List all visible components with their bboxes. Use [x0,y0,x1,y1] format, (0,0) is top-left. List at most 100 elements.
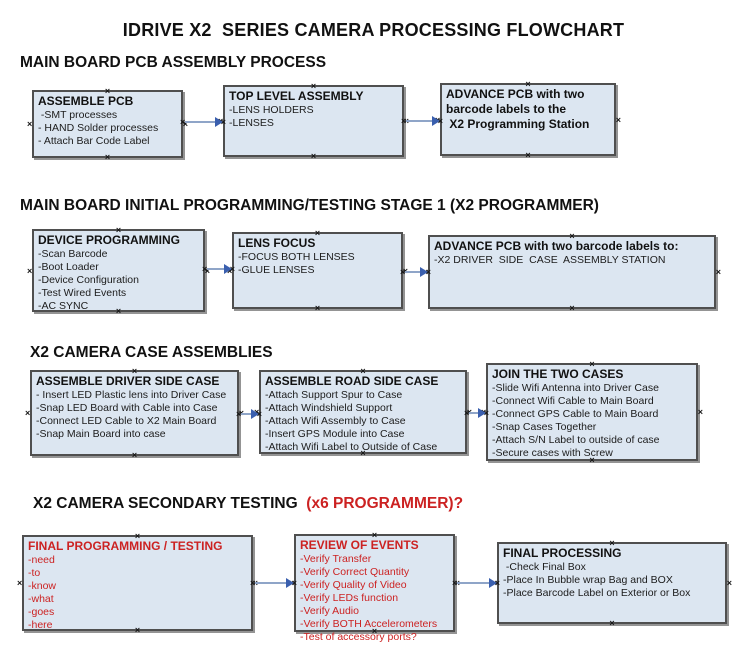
flow-box-item: -Snap Main Board into case [36,428,166,440]
anchor-x-icon: × [400,267,406,277]
anchor-x-icon: × [310,151,317,161]
anchor-x-icon: × [494,578,500,588]
flow-arrow: ×× [180,116,226,128]
anchor-x-icon: × [180,117,186,127]
anchor-x-icon: × [236,409,242,419]
flow-box-item: -Scan Barcode [38,248,108,260]
arrow-line [255,582,287,584]
arrow-line [406,120,433,122]
flow-box-title: ADVANCE PCB with two barcode labels to t… [446,87,590,131]
flow-box-item: -Snap LED Board with Cable into Case [36,402,218,414]
flow-box-item: -Attach Support Spur to Case [265,389,403,401]
flow-box-title: DEVICE PROGRAMMING [38,233,181,247]
flow-box-item: - HAND Solder processes [38,122,159,134]
arrow-head-icon [489,578,497,588]
flow-box-item: -Device Configuration [38,274,139,286]
arrow-line [457,582,490,584]
anchor-x-icon: × [131,450,138,460]
flow-box: ADVANCE PCB with two barcode labels to:-… [423,232,721,313]
flow-box-item: -Test of accessory ports? [300,631,417,643]
flow-box-item: -Insert GPS Module into Case [265,428,405,440]
flow-box-title: ASSEMBLE PCB [38,94,134,108]
section-header-text: MAIN BOARD PCB ASSEMBLY PROCESS [20,54,327,71]
flow-arrow: ×× [400,266,431,278]
arrow-head-icon [224,264,232,274]
anchor-x-icon: × [425,267,431,277]
section-header: X2 CAMERA CASE ASSEMBLIES [30,344,273,362]
flow-box-item: -X2 DRIVER SIDE CASE ASSEMBLY STATION [434,254,666,266]
flow-box-item: -Attach Wifi Label to Outside of Case [265,441,438,453]
flow-box-title: TOP LEVEL ASSEMBLY [229,89,364,103]
flow-box-item: -need [28,554,55,566]
flow-box-item: -Snap Cases Together [492,421,597,433]
arrow-line [241,413,252,415]
anchor-x-icon: × [291,578,297,588]
flow-box-title: JOIN THE TWO CASES [492,367,624,381]
anchor-x-icon: × [220,117,226,127]
flow-box-item: -goes [28,606,55,618]
flow-box: ADVANCE PCB with two barcode labels to t… [435,80,621,160]
section-header-red-text: (x6 PROGRAMMER)? [302,495,464,512]
arrow-head-icon [420,267,428,277]
section-header: MAIN BOARD PCB ASSEMBLY PROCESS [20,54,326,72]
anchor-x-icon: × [104,152,111,162]
anchor-x-icon: × [256,409,262,419]
flow-box-item: -Connect LED Cable to X2 Main Board [36,415,217,427]
flow-box-item: -Verify Quality of Video [300,579,407,591]
anchor-x-icon: × [25,408,31,418]
anchor-x-icon: × [452,578,458,588]
anchor-x-icon: × [27,119,33,129]
flow-box: FINAL PROGRAMMING / TESTING-need-to-know… [17,532,258,635]
section-header-text: X2 CAMERA SECONDARY TESTING [33,495,302,512]
anchor-x-icon: × [437,116,443,126]
flow-box-title: FINAL PROGRAMMING / TESTING [28,539,223,553]
anchor-x-icon: × [229,264,235,274]
flow-box-item: -Attach S/N Label to outside of case [492,434,660,446]
flow-box-item: -to [28,567,41,579]
flow-box-item: -AC SYNC [38,300,89,312]
flow-box-item: -Connect Wifi Cable to Main Board [492,395,654,407]
page-title: IDRIVE X2 SERIES CAMERA PROCESSING FLOWC… [122,20,625,40]
arrow-head-icon [215,117,223,127]
anchor-x-icon: × [314,303,321,313]
flow-box-item: - Insert LED Plastic lens into Driver Ca… [36,389,227,401]
flow-arrow: ×× [250,577,297,589]
arrow-line [185,121,216,123]
section-header-text: MAIN BOARD INITIAL PROGRAMMING/TESTING S… [20,197,599,214]
arrow-line [405,271,421,273]
flow-arrow: ×× [202,263,235,275]
flow-box: ASSEMBLE DRIVER SIDE CASE- Insert LED Pl… [25,367,244,460]
flow-box-item: -LENS HOLDERS [229,104,314,116]
flow-box-title: ASSEMBLE DRIVER SIDE CASE [36,374,220,388]
flow-box-item: -Secure cases with Screw [492,447,613,459]
anchor-x-icon: × [569,303,575,313]
flow-box-item: -Verify BOTH Accelerometers [300,618,438,630]
anchor-x-icon: × [525,150,531,160]
anchor-x-icon: × [726,578,732,588]
flow-box: FINAL PROCESSING -Check Final Box-Place … [492,539,732,628]
flow-arrow: ×× [464,407,489,419]
section-header: MAIN BOARD INITIAL PROGRAMMING/TESTING S… [20,197,599,215]
flow-box: JOIN THE TWO CASES-Slide Wifi Antenna in… [481,360,703,465]
flow-box-title: ASSEMBLE ROAD SIDE CASE [265,374,439,388]
flow-arrow: ×× [452,577,500,589]
flow-box: TOP LEVEL ASSEMBLY-LENS HOLDERS-LENSES××… [218,82,409,161]
flow-arrow: ×× [236,408,262,420]
arrow-head-icon [478,408,486,418]
flow-box-title: LENS FOCUS [238,236,316,250]
anchor-x-icon: × [464,408,470,418]
flow-box-item: -here [28,619,53,631]
flow-box-item: -Test Wired Events [38,287,127,299]
arrow-head-icon [251,409,259,419]
flow-box: ASSEMBLE PCB -SMT processes- HAND Solder… [27,87,188,162]
anchor-x-icon: × [697,407,703,417]
section-header: X2 CAMERA SECONDARY TESTING (x6 PROGRAMM… [33,495,463,513]
flow-box-item: -LENSES [229,117,274,129]
flow-box-item: -Verify Correct Quantity [300,566,410,578]
anchor-x-icon: × [27,265,33,276]
flow-box-item: -what [28,593,54,605]
flow-box: ASSEMBLE ROAD SIDE CASE-Attach Support S… [254,367,472,458]
flow-box-item: -Connect GPS Cable to Main Board [492,408,659,420]
flow-box-title: ADVANCE PCB with two barcode labels to: [434,239,679,253]
